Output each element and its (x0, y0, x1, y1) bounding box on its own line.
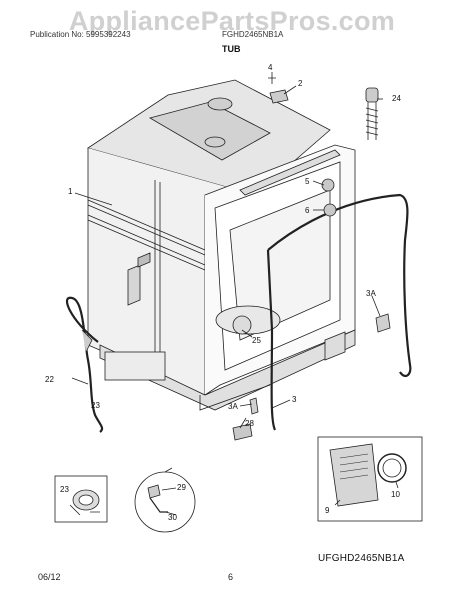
callout-6: 6 (305, 206, 310, 215)
part-24-cap (365, 87, 379, 103)
callout-5: 5 (305, 177, 310, 186)
callout-23-detail: 23 (60, 485, 69, 494)
callout-1: 1 (68, 187, 73, 196)
callout-23: 23 (91, 401, 100, 410)
callout-4: 4 (268, 63, 273, 72)
callout-22: 22 (45, 375, 54, 384)
footer-page: 6 (228, 572, 234, 582)
top-vent (207, 97, 233, 111)
callout-2: 2 (298, 79, 303, 88)
callout-24: 24 (392, 94, 401, 103)
callout-25: 25 (252, 336, 261, 345)
top-vent-2 (204, 136, 226, 148)
figure-code: UFGHD2465NB1A (318, 553, 405, 564)
detail-circle-29-30 (134, 471, 196, 533)
callout-10: 10 (391, 490, 400, 499)
door-seal (267, 193, 412, 378)
callout-30: 30 (168, 513, 177, 522)
callout-29: 29 (177, 483, 186, 492)
callout-28: 28 (245, 419, 254, 428)
footer-date: 06/12 (38, 572, 61, 582)
callout-3a-bottom: 3A (228, 402, 238, 411)
drain-hose (66, 296, 104, 433)
spray-arm-hub (232, 315, 252, 335)
callout-3a-top: 3A (366, 289, 376, 298)
section-title: TUB (222, 44, 241, 54)
callout-3: 3 (292, 395, 297, 404)
publication-number: Publication No: 5995392243 (30, 30, 131, 39)
model-number: FGHD2465NB1A (222, 30, 284, 39)
watermark: AppliancePartsPros.com (68, 6, 396, 36)
callout-9: 9 (325, 506, 330, 515)
